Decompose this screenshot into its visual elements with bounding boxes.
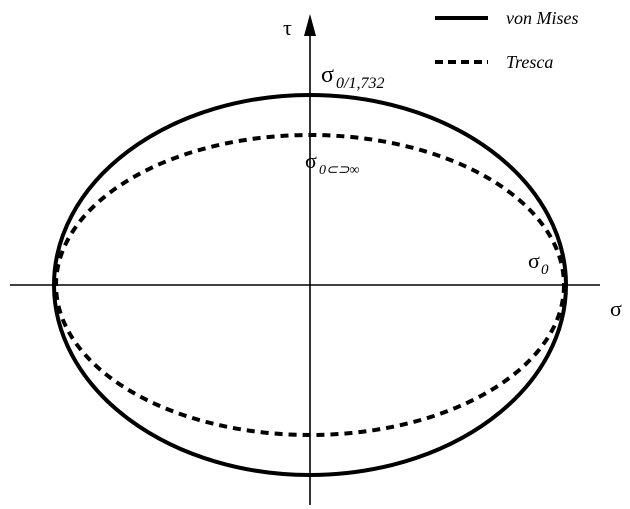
sigma0-intercept-sigma: σ xyxy=(528,248,540,273)
von-mises-top-subscript: 0/1,732 xyxy=(336,75,384,92)
von-mises-top-annotation: σ 0/1,732 xyxy=(321,62,384,92)
tresca-top-subscript: 0⊂⊃∞ xyxy=(319,163,359,178)
von-mises-curve xyxy=(52,93,568,477)
tau-axis-arrowhead xyxy=(304,14,316,36)
legend-label-tresca: Tresca xyxy=(506,52,553,72)
legend-label-von-mises: von Mises xyxy=(506,8,578,28)
sigma0-intercept-subscript: 0 xyxy=(541,262,549,278)
sigma0-intercept-annotation: σ 0 xyxy=(528,248,549,278)
von-mises-top-sigma: σ xyxy=(321,62,334,88)
tau-axis-label: τ xyxy=(283,15,292,40)
sigma-axis-label: σ xyxy=(610,296,622,321)
tresca-top-annotation: σ 0⊂⊃∞ xyxy=(305,148,359,178)
tresca-top-sigma: σ xyxy=(305,148,317,173)
legend: von Mises Tresca xyxy=(435,8,578,72)
